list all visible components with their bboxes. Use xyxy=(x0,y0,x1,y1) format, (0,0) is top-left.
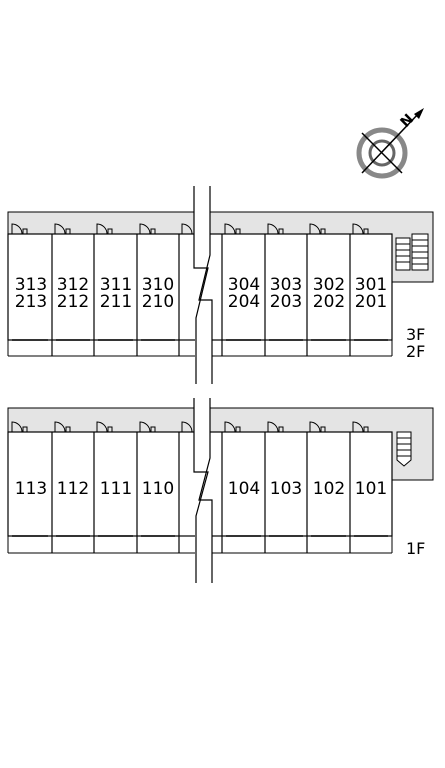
room-304: 304 xyxy=(228,275,260,295)
lower-doors xyxy=(11,421,369,433)
room-303: 303 xyxy=(270,275,302,295)
room-310: 310 xyxy=(142,275,174,295)
upper-block: 313 213 312 212 311 211 310 210 304 204 … xyxy=(7,211,434,361)
lower-block: 113 112 111 110 104 103 102 101 1F xyxy=(7,407,434,558)
room-302: 302 xyxy=(313,275,345,295)
floor-label-1f: 1F xyxy=(406,539,425,558)
break-marker-upper xyxy=(193,186,213,384)
room-213: 213 xyxy=(15,292,47,312)
room-204: 204 xyxy=(228,292,260,312)
room-104: 104 xyxy=(228,479,260,499)
room-203: 203 xyxy=(270,292,302,312)
upper-doors xyxy=(11,223,369,235)
room-102: 102 xyxy=(313,479,345,499)
room-212: 212 xyxy=(57,292,89,312)
room-313: 313 xyxy=(15,275,47,295)
room-110: 110 xyxy=(142,479,174,499)
floor-label-3f: 3F xyxy=(406,325,425,344)
upper-stairs-icon xyxy=(395,233,429,271)
lower-stairs-icon xyxy=(396,431,412,467)
north-compass-icon: N xyxy=(356,108,424,179)
room-113: 113 xyxy=(15,479,47,499)
room-101: 101 xyxy=(355,479,387,499)
room-112: 112 xyxy=(57,479,89,499)
room-301: 301 xyxy=(355,275,387,295)
room-210: 210 xyxy=(142,292,174,312)
break-marker-lower xyxy=(193,398,213,583)
floor-label-2f: 2F xyxy=(406,342,425,361)
room-312: 312 xyxy=(57,275,89,295)
room-202: 202 xyxy=(313,292,345,312)
room-211: 211 xyxy=(100,292,132,312)
room-311: 311 xyxy=(100,275,132,295)
room-111: 111 xyxy=(100,479,132,499)
room-103: 103 xyxy=(270,479,302,499)
room-201: 201 xyxy=(355,292,387,312)
